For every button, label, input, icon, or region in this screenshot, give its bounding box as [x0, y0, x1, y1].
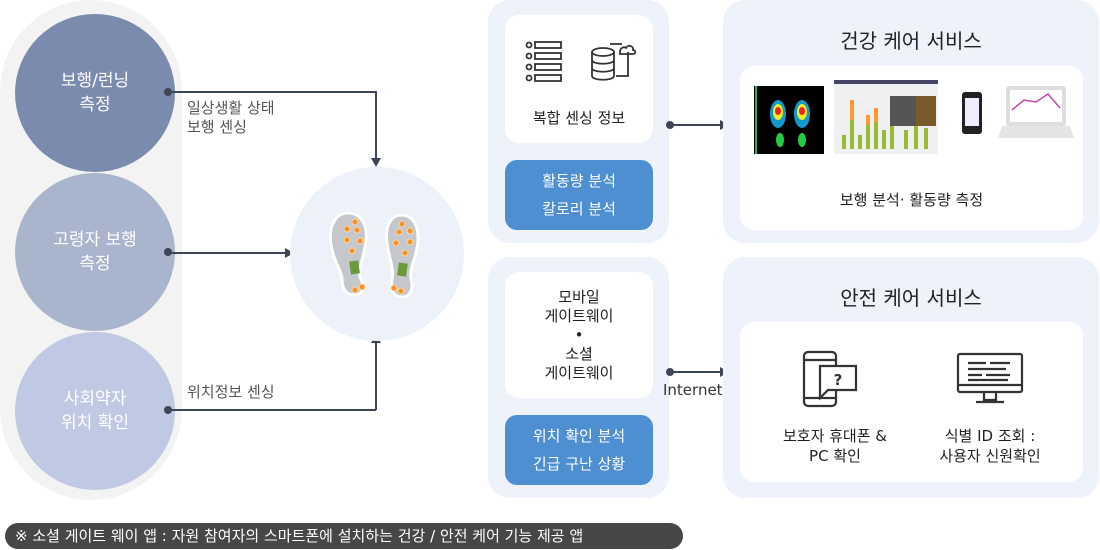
sensing-info-label: 복합 센싱 정보	[532, 109, 626, 127]
footer-note: ※ 소셜 게이트 웨이 앱 : 자원 참여자의 스마트폰에 설치하는 건강 / …	[5, 523, 683, 549]
server-list-icon	[525, 41, 562, 82]
connector-line	[670, 371, 722, 373]
elderly-walking-circle: 고령자 보행 측정	[15, 173, 175, 331]
vulnerable-location-circle: 사회약자 위치 확인	[15, 332, 175, 490]
health-care-title: 건강 케어 서비스	[840, 29, 982, 53]
connector-line	[375, 342, 377, 410]
connector-line	[168, 409, 376, 411]
internet-label: Internet	[663, 381, 723, 399]
insole-hub	[290, 167, 464, 341]
monitor-icon	[956, 352, 1024, 404]
safety-care-box: ? 보호자 휴대폰 & PC 확인 식별 ID 조회 : 사용자 신원확인	[740, 322, 1083, 482]
arrow-down-icon	[371, 158, 381, 167]
connector-line	[168, 252, 286, 254]
analysis-screens-image	[754, 80, 1074, 154]
health-care-box: 보행 분석· 활동량 측정	[740, 66, 1083, 230]
id-lookup-label: 식별 ID 조회 : 사용자 신원확인	[939, 427, 1041, 465]
phone-question-icon: ?	[802, 350, 858, 408]
database-cloud-icon	[591, 43, 637, 81]
location-sensing-label: 위치정보 센싱	[187, 383, 275, 401]
arrow-right-icon	[285, 248, 294, 258]
connector-line	[670, 124, 722, 126]
location-analysis-box: 위치 확인 분석 긴급 구난 상황	[505, 415, 653, 485]
svg-text:?: ?	[834, 371, 843, 389]
sensing-info-box: 복합 센싱 정보	[505, 15, 653, 143]
connector-line	[375, 91, 377, 159]
activity-analysis-box: 활동량 분석 칼로리 분석	[505, 160, 653, 230]
gateway-box: 모바일 게이트웨이 • 소셜 게이트웨이	[505, 272, 653, 398]
daily-sensing-label: 일상생활 상태 보행 센싱	[187, 99, 275, 136]
insole-icon	[328, 211, 420, 299]
guardian-check-label: 보호자 휴대폰 & PC 확인	[782, 427, 888, 465]
walking-running-circle: 보행/런닝 측정	[15, 14, 175, 172]
connector-line	[168, 91, 376, 93]
health-care-caption: 보행 분석· 활동량 측정	[839, 191, 984, 209]
safety-care-title: 안전 케어 서비스	[840, 286, 982, 310]
